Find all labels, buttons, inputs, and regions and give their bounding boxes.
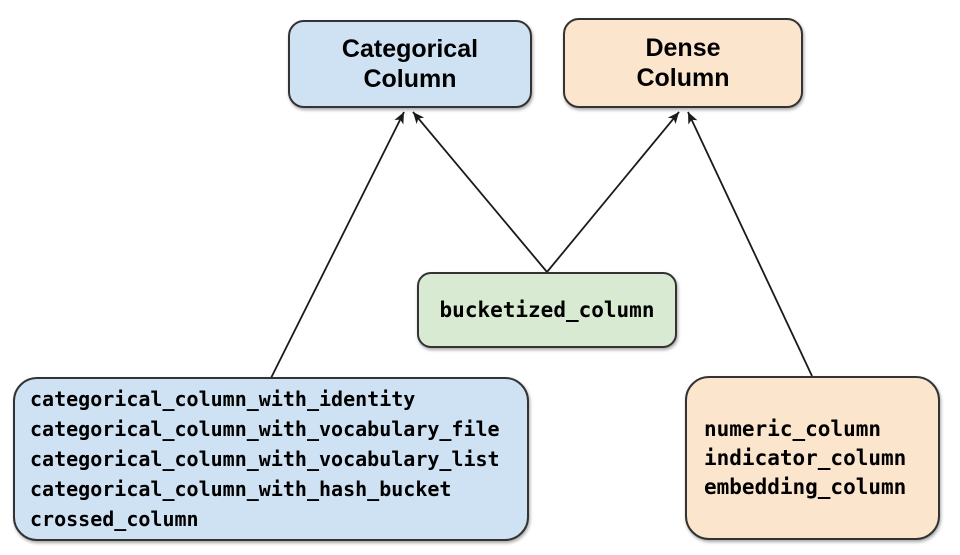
dense-functions-node: numeric_column indicator_column embeddin… [685,376,940,540]
categorical-function-item: categorical_column_with_vocabulary_list [30,447,500,471]
dense-function-item: numeric_column [704,416,882,441]
arrow-bucketized-to-dense-column [546,111,680,273]
categorical-functions-node: categorical_column_with_identity categor… [13,377,529,541]
arrow-categorical-group-to-categorical-column [270,111,405,379]
categorical-column-node: Categorical Column [288,20,532,108]
dense-column-node: Dense Column [563,18,803,108]
dense-function-item: embedding_column [704,474,907,499]
categorical-function-item: crossed_column [30,507,199,531]
arrow-bucketized-to-categorical-column [412,111,548,273]
categorical-function-item: categorical_column_with_hash_bucket [30,477,452,501]
dense-function-item: indicator_column [704,445,907,470]
arrow-dense-group-to-dense-column [687,111,813,377]
categorical-function-item: categorical_column_with_vocabulary_file [30,417,500,441]
bucketized-column-node: bucketized_column [417,272,677,348]
categorical-function-item: categorical_column_with_identity [30,387,416,411]
